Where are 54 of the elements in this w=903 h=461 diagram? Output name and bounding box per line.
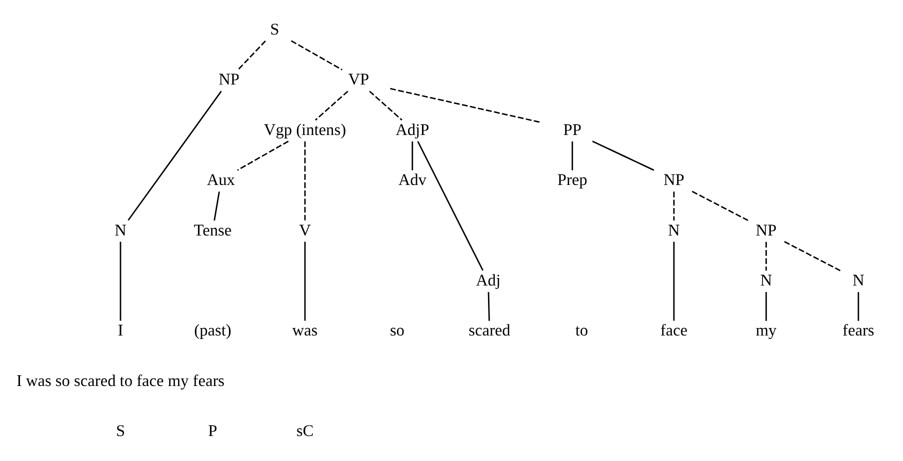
node-text: fears [842,320,874,340]
label: (past) [194,320,232,340]
node-text: Prep [557,170,588,189]
connector [488,292,490,320]
node-text: S [270,19,280,38]
connector [765,292,767,320]
node-text: AdjP [396,119,430,138]
node-text: N [668,220,680,239]
node-text: I [118,320,124,340]
node-text: Aux [206,170,235,189]
node-text: scared [468,320,510,340]
node-text: NP [663,170,684,189]
node-text: V [299,220,311,239]
connector [120,241,122,320]
label: I was so scared to face my fears [16,370,225,390]
connector [572,140,574,170]
node-text: NP [756,220,777,239]
node-text: VP [348,69,370,88]
node-text: was [292,320,318,340]
connector [765,241,767,270]
label: sC [296,420,314,440]
node-text: NP [218,69,240,88]
connector [237,140,289,170]
connector [290,40,342,70]
connector [412,140,414,170]
connector [314,90,348,120]
connector [304,241,306,320]
node-text: PP [563,119,582,138]
node-text: Vgp (intens) [264,119,346,138]
connector [692,190,748,221]
node-text: Adj [476,270,501,290]
connector [858,292,860,320]
connector [592,140,654,170]
connector [237,40,266,70]
connector [673,241,675,320]
connector [390,87,541,123]
connector [304,140,306,220]
node-text: N [852,270,864,290]
node-text: N [114,220,126,239]
node-text: my [756,320,777,340]
connector [369,90,402,120]
node-text: face [660,320,688,340]
node-text: Tense [194,220,232,239]
node-text: N [760,270,772,290]
connector [417,140,484,270]
label: so [390,320,404,340]
node-text: Adv [398,170,426,189]
label: S [116,420,126,440]
label: P [208,420,218,440]
connector [673,191,675,220]
connector [128,90,222,220]
connector [214,191,220,220]
label: to [575,320,588,340]
connector [784,240,841,271]
